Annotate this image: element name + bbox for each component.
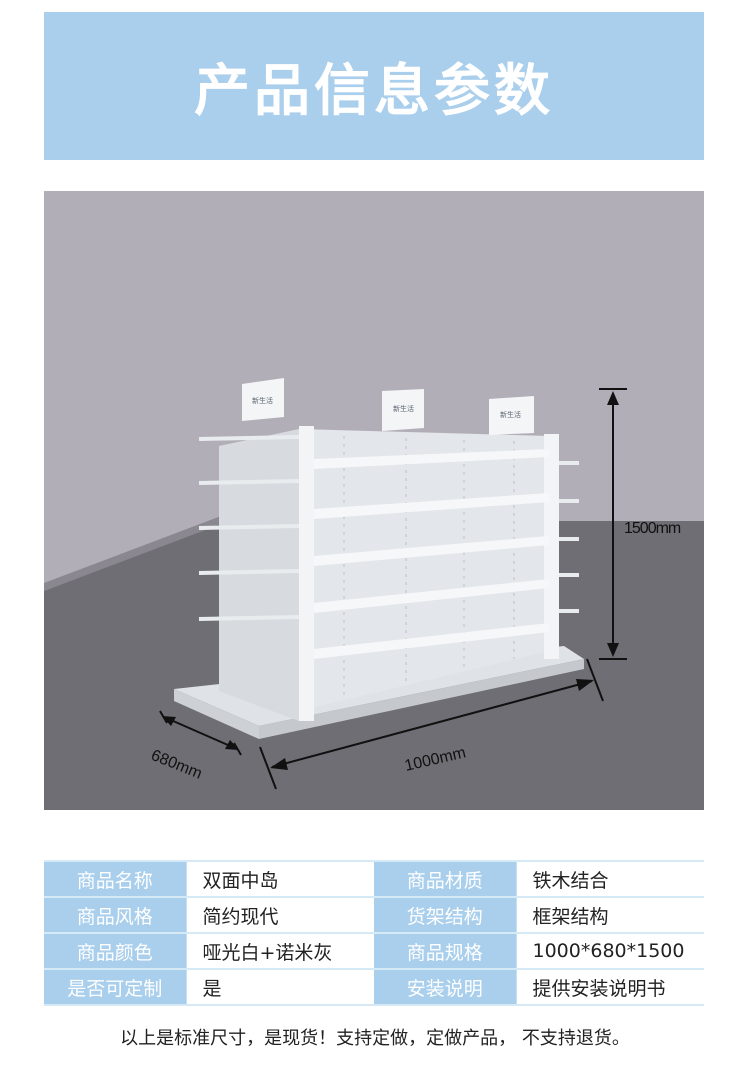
table-row: 商品风格 简约现代 货架结构 框架结构 — [44, 897, 704, 934]
shelf-end-panel — [219, 429, 299, 721]
spec-value: 提供安装说明书 — [516, 969, 704, 1006]
spec-value: 简约现代 — [186, 897, 374, 934]
spec-value: 1000*680*1500 — [516, 933, 704, 970]
sign-text-2: 新生活 — [393, 404, 414, 413]
sign-text-3: 新生活 — [500, 410, 521, 419]
sign-text-1: 新生活 — [252, 396, 273, 405]
spec-label: 货架结构 — [374, 897, 517, 934]
spec-label: 商品名称 — [44, 860, 187, 898]
top-signs — [242, 378, 534, 435]
spec-label: 商品材质 — [374, 860, 517, 898]
spec-value: 双面中岛 — [186, 860, 374, 898]
spec-label: 是否可定制 — [44, 969, 187, 1006]
spec-value: 框架结构 — [516, 897, 704, 934]
page-title: 产品信息参数 — [194, 58, 554, 124]
spec-value: 是 — [186, 969, 374, 1006]
table-row: 是否可定制 是 安装说明 提供安装说明书 — [44, 969, 704, 1006]
shelf-levels — [314, 449, 549, 659]
spec-value: 哑光白+诺米灰 — [186, 933, 374, 970]
product-image: 新生活 新生活 新生活 1500mm 1000mm 6 — [44, 191, 704, 810]
header-banner: 产品信息参数 — [44, 12, 704, 160]
length-dimension-arrow — [259, 658, 604, 790]
shelf-render-illustration: 新生活 新生活 新生活 1500mm 1000mm 6 — [44, 191, 704, 810]
front-upright-right — [544, 434, 559, 659]
spec-label: 商品风格 — [44, 897, 187, 934]
footer-note: 以上是标准尺寸，是现货！支持定做，定做产品， 不支持退货。 — [120, 1028, 630, 1049]
spec-label: 商品颜色 — [44, 933, 187, 970]
height-dimension-label: 1500mm — [624, 520, 681, 537]
height-dimension-arrow — [599, 388, 627, 660]
depth-dimension-arrow — [159, 710, 242, 756]
spec-value: 铁木结合 — [516, 860, 704, 898]
table-row: 商品名称 双面中岛 商品材质 铁木结合 — [44, 860, 704, 898]
spec-label: 安装说明 — [374, 969, 517, 1006]
spec-table: 商品名称 双面中岛 商品材质 铁木结合 商品风格 简约现代 货架结构 框架结构 … — [44, 860, 704, 1006]
spec-label: 商品规格 — [374, 933, 517, 970]
end-hook-rows — [198, 435, 300, 621]
table-row: 商品颜色 哑光白+诺米灰 商品规格 1000*680*1500 — [44, 933, 704, 970]
front-upright-left — [299, 426, 314, 721]
